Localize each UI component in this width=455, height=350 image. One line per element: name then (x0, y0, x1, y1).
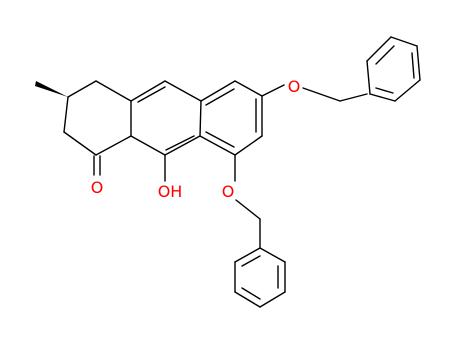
benzyl-ring-upper (366, 36, 421, 102)
atom-label-hydroxyl: OH (158, 182, 183, 201)
methyl-wedge-bond (35, 81, 68, 97)
anthracene-ring-right (199, 80, 263, 156)
bond-ch2-ring-upper (339, 93, 368, 102)
saturated-ring-left (63, 80, 132, 156)
atom-label-ether-o-lower: O (222, 182, 235, 201)
bond-o-ch2-upper (302, 87, 341, 102)
bond-o-ch2-lower (235, 199, 261, 220)
bond-ring-o-upper (261, 84, 285, 97)
benzyl-ring-lower (234, 247, 286, 308)
atom-label-carbonyl-o: O (91, 178, 104, 197)
anthracene-ring-middle (130, 80, 202, 156)
atom-label-ether-o-upper: O (288, 77, 301, 96)
